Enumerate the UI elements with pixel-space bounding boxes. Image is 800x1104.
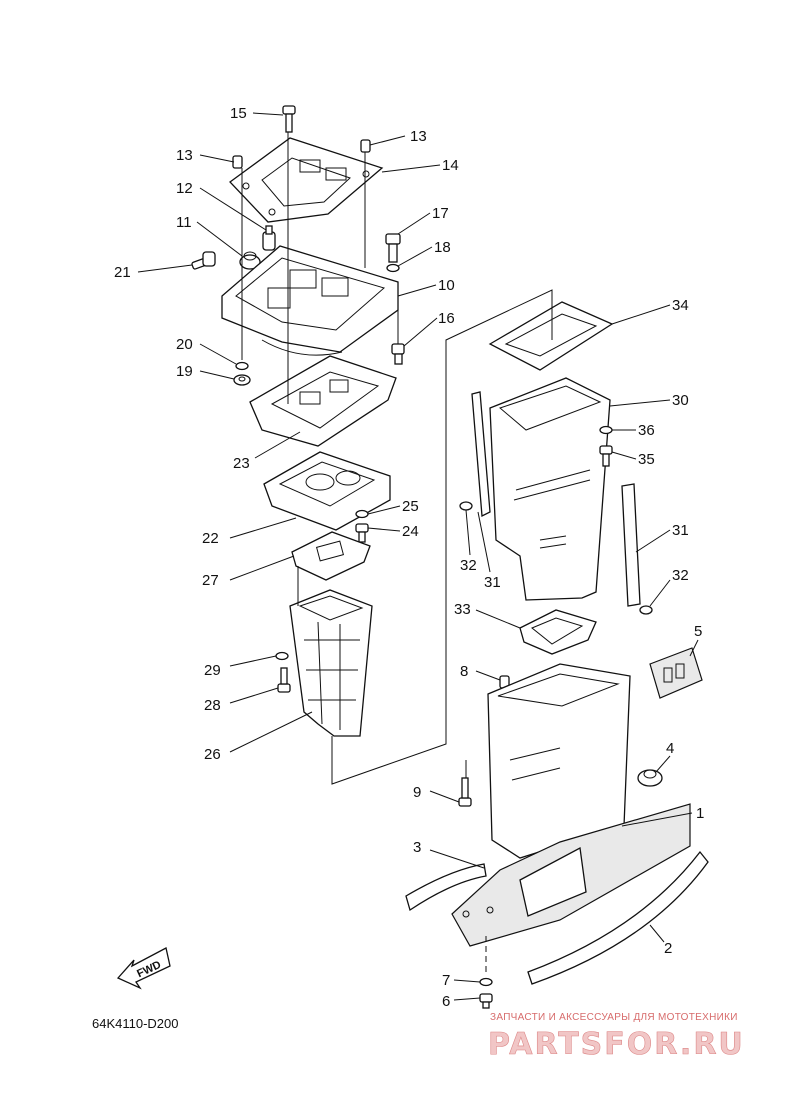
callout-22: 22: [202, 530, 219, 547]
callout-27: 27: [202, 572, 219, 589]
part-13-dowel-right: [360, 139, 371, 153]
callout-2: 2: [664, 940, 672, 957]
callout-31-left: 31: [484, 574, 501, 591]
callout-19: 19: [176, 363, 193, 380]
part-26-exhaust-manifold: [289, 589, 373, 737]
callout-leaders: [137, 112, 699, 1001]
callout-14: 14: [442, 157, 459, 174]
callout-4: 4: [666, 740, 674, 757]
part-32-nut-right: [639, 605, 653, 615]
part-13-dowel-left: [232, 155, 243, 169]
callout-29: 29: [204, 662, 221, 679]
part-3-rubber-strip: [405, 863, 487, 912]
callout-35: 35: [638, 451, 655, 468]
part-31-strip-right: [621, 483, 641, 607]
callout-3: 3: [413, 839, 421, 856]
callout-9: 9: [413, 784, 421, 801]
part-14-gasket: [229, 137, 384, 223]
part-36-washer: [599, 425, 613, 435]
callout-24: 24: [402, 523, 419, 540]
part-15-bolt: [282, 105, 296, 133]
callout-1: 1: [696, 805, 704, 822]
callout-28: 28: [204, 697, 221, 714]
part-19-nut: [233, 374, 251, 386]
callout-25: 25: [402, 498, 419, 515]
part-35-bolt: [599, 445, 613, 467]
part-32-nut-left: [459, 501, 473, 511]
part-23-gasket: [249, 355, 397, 447]
callout-18: 18: [434, 239, 451, 256]
callout-16: 16: [438, 310, 455, 327]
part-11-grommet: [239, 251, 261, 270]
part-2-trim-strip: [527, 850, 709, 985]
callout-15: 15: [230, 105, 247, 122]
part-33-seal: [519, 609, 597, 655]
part-30-oil-pan: [489, 377, 611, 601]
callout-10: 10: [438, 277, 455, 294]
callout-17: 17: [432, 205, 449, 222]
part-31-strip-left: [471, 391, 491, 518]
callout-30: 30: [672, 392, 689, 409]
part-34-gasket: [488, 301, 614, 371]
part-28-bolt: [277, 667, 291, 693]
watermark-site: PARTSFOR.RU: [488, 1027, 745, 1062]
part-18-washer: [386, 263, 400, 273]
callout-32-right: 32: [672, 567, 689, 584]
callout-20: 20: [176, 336, 193, 353]
part-25-washer: [355, 509, 369, 519]
callout-32-left: 32: [460, 557, 477, 574]
part-29-washer: [275, 651, 289, 661]
callout-8: 8: [460, 663, 468, 680]
callout-21: 21: [114, 264, 131, 281]
callout-33: 33: [454, 601, 471, 618]
watermark-logo: ЗАПЧАСТИ И АКСЕССУАРЫ ДЛЯ МОТОТЕХНИКИ PA…: [488, 1012, 745, 1062]
callout-6: 6: [442, 993, 450, 1010]
callout-5: 5: [694, 623, 702, 640]
callout-13-left: 13: [176, 147, 193, 164]
callout-12: 12: [176, 180, 193, 197]
part-6-bolt: [479, 993, 493, 1009]
part-24-bolt: [355, 523, 369, 543]
part-10-exhaust-guide: [221, 245, 399, 356]
part-16-bolt: [391, 343, 405, 365]
callout-36: 36: [638, 422, 655, 439]
callout-23: 23: [233, 455, 250, 472]
part-21-elbow: [191, 251, 216, 270]
part-5-rubber-mount: [649, 647, 703, 699]
assembly-lines: [241, 132, 553, 976]
diagram-code: 64K4110-D200: [92, 1016, 179, 1031]
fwd-arrow-icon: FWD: [116, 947, 171, 990]
callout-31-right: 31: [672, 522, 689, 539]
callout-13-right: 13: [410, 128, 427, 145]
part-17-bolt: [385, 233, 401, 263]
callout-11: 11: [176, 214, 192, 231]
callout-34: 34: [672, 297, 689, 314]
part-1-upper-casing: [451, 663, 691, 947]
part-4-grommet: [637, 769, 663, 787]
part-9-bolt: [458, 777, 472, 807]
part-20-washer: [235, 361, 249, 371]
part-22-adapter: [263, 451, 391, 531]
callout-7: 7: [442, 972, 450, 989]
part-27-gasket: [291, 531, 371, 581]
part-7-washer: [479, 977, 493, 987]
watermark-tagline: ЗАПЧАСТИ И АКСЕССУАРЫ ДЛЯ МОТОТЕХНИКИ: [490, 1012, 738, 1023]
callout-labels: 15 13 13 14 12 11 17 18 21 10 16 34 20 1…: [114, 105, 704, 1010]
callout-26: 26: [204, 746, 221, 763]
